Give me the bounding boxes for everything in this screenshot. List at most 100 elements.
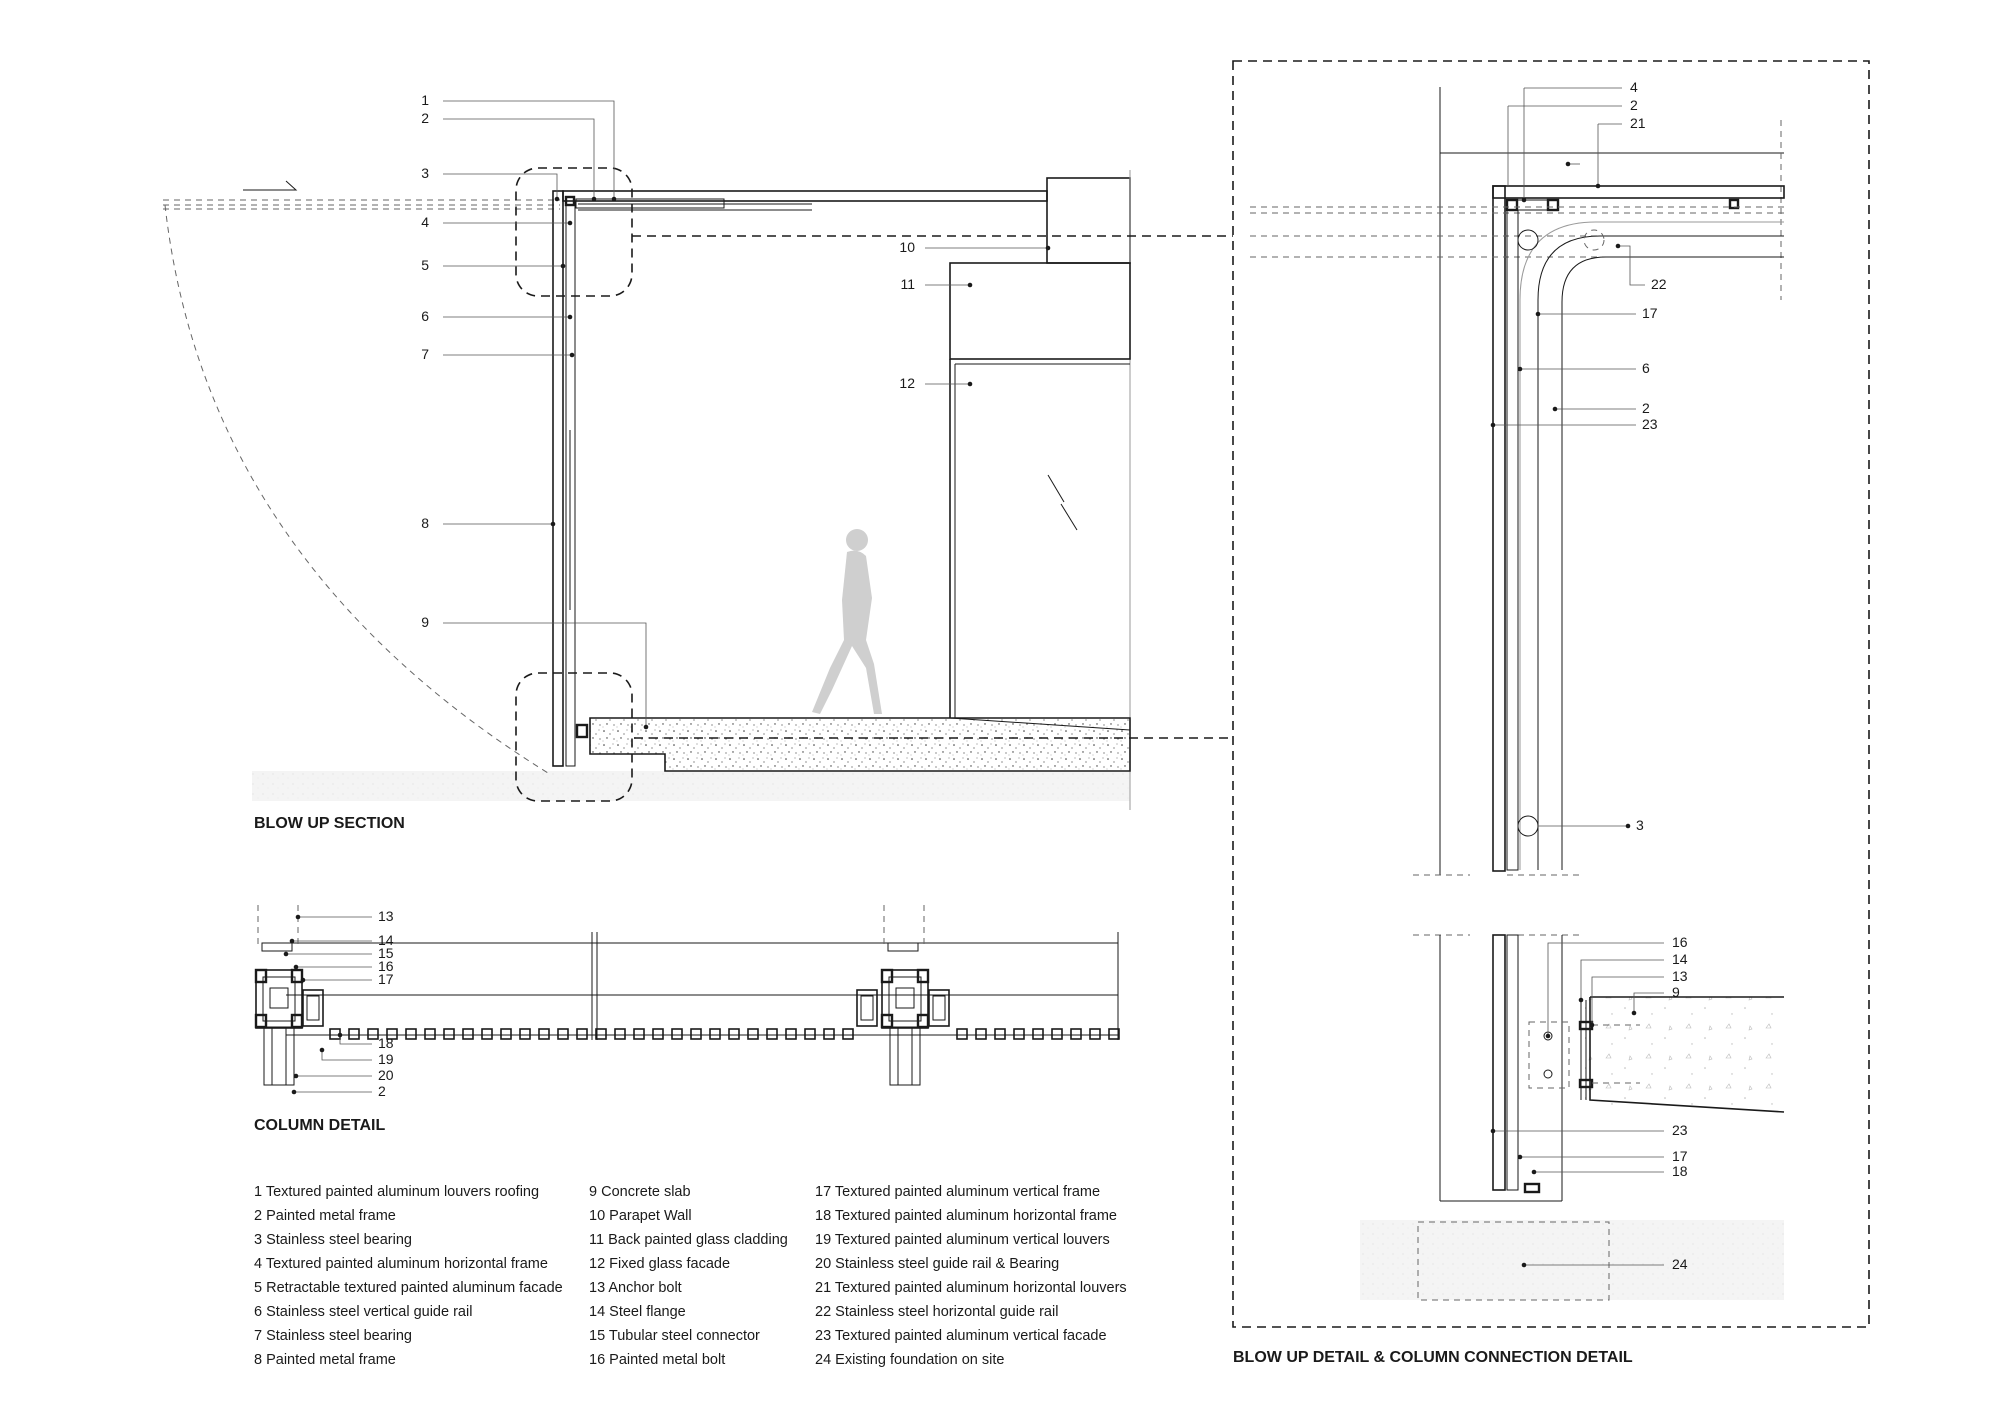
callout-6: 6 — [421, 308, 429, 324]
louver-square — [424, 1028, 436, 1040]
louver-square — [994, 1028, 1006, 1040]
bottom-corner-callout — [515, 672, 633, 802]
louver-square — [671, 1028, 683, 1040]
column-assembly-left — [254, 905, 324, 1086]
detail-callout-21: 21 — [1630, 115, 1646, 131]
existing-foundation — [1360, 1220, 1784, 1300]
top-corner-detail — [1250, 87, 1785, 936]
legend-col-1: 1 Textured painted aluminum louvers roof… — [254, 1184, 563, 1368]
legend-item-22: 22 Stainless steel horizontal guide rail — [815, 1304, 1058, 1320]
legend-col-2: 9 Concrete slab 10 Parapet Wall 11 Back … — [589, 1184, 788, 1368]
louver-square — [519, 1028, 531, 1040]
louver-square — [1032, 1028, 1044, 1040]
louver-square — [576, 1028, 588, 1040]
louver-square — [500, 1028, 512, 1040]
top-corner-callout — [515, 167, 633, 297]
legend-item-5: 5 Retractable textured painted aluminum … — [254, 1280, 563, 1296]
detail-callout-22: 22 — [1651, 276, 1667, 292]
legend-item-13: 13 Anchor bolt — [589, 1280, 682, 1296]
callout-9: 9 — [421, 614, 429, 630]
callout-17: 17 — [378, 971, 394, 987]
blow-up-section: 1 2 3 4 5 6 7 8 9 10 11 12 BLOW UP SECTI… — [163, 92, 1233, 832]
detail-callout-17-bottom: 17 — [1672, 1148, 1688, 1164]
callout-18: 18 — [378, 1035, 394, 1051]
louver-square — [348, 1028, 360, 1040]
column-connection-detail — [1360, 934, 1785, 1301]
louver-square — [823, 1028, 835, 1040]
legend-item-2: 2 Painted metal frame — [254, 1208, 396, 1224]
direction-arrow — [243, 180, 298, 191]
glass-cladding — [949, 262, 1131, 360]
louver-square — [633, 1028, 645, 1040]
legend-item-10: 10 Parapet Wall — [589, 1208, 692, 1224]
person-silhouette — [812, 529, 882, 714]
detail-callout-16: 16 — [1672, 934, 1688, 950]
column-callout-numbers: 13 14 15 16 17 18 19 20 2 — [378, 908, 394, 1099]
callout-19: 19 — [378, 1051, 394, 1067]
legend-item-23: 23 Textured painted aluminum vertical fa… — [815, 1328, 1107, 1344]
callout-7: 7 — [421, 346, 429, 362]
detail-top-callout-numbers: 4 2 21 22 17 6 2 23 3 — [1630, 79, 1667, 833]
legend-item-8: 8 Painted metal frame — [254, 1352, 396, 1368]
louver-square — [804, 1028, 816, 1040]
louver-square — [956, 1028, 968, 1040]
legend-item-9: 9 Concrete slab — [589, 1184, 691, 1200]
detail-callout-17: 17 — [1642, 305, 1658, 321]
legend-item-6: 6 Stainless steel vertical guide rail — [254, 1304, 472, 1320]
louver-square — [975, 1028, 987, 1040]
legend-item-17: 17 Textured painted aluminum vertical fr… — [815, 1184, 1100, 1200]
detail-callout-9: 9 — [1672, 984, 1680, 1000]
detail-panel-frame — [1232, 60, 1870, 1328]
legend-item-14: 14 Steel flange — [589, 1304, 686, 1320]
callout-3: 3 — [421, 165, 429, 181]
vertical-louver-row — [329, 1028, 1120, 1040]
blow-up-detail-panel: 4 2 21 22 17 6 2 23 3 16 14 13 9 23 — [1232, 60, 1870, 1366]
louver-square — [709, 1028, 721, 1040]
louver-square — [690, 1028, 702, 1040]
louver-square — [462, 1028, 474, 1040]
louver-square — [842, 1028, 854, 1040]
louver-square — [386, 1028, 398, 1040]
detail-callout-14: 14 — [1672, 951, 1688, 967]
callout-2-column: 2 — [378, 1083, 386, 1099]
column-detail: 13 14 15 16 17 18 19 20 2 COLUMN DETAIL — [254, 905, 1120, 1134]
louver-square — [557, 1028, 569, 1040]
louver-square — [728, 1028, 740, 1040]
louver-square — [652, 1028, 664, 1040]
concrete-slab-detail — [1585, 997, 1784, 1112]
section-title: BLOW UP SECTION — [254, 815, 405, 832]
detail-top-leaders — [1490, 87, 1645, 829]
louver-square — [481, 1028, 493, 1040]
louver-square — [614, 1028, 626, 1040]
legend-col-3: 17 Textured painted aluminum vertical fr… — [815, 1184, 1127, 1368]
detail-callout-18: 18 — [1672, 1163, 1688, 1179]
louver-square — [747, 1028, 759, 1040]
callout-2: 2 — [421, 110, 429, 126]
concrete-slab — [589, 717, 1131, 772]
callout-8: 8 — [421, 515, 429, 531]
legend-item-11: 11 Back painted glass cladding — [589, 1232, 788, 1248]
callout-13: 13 — [378, 908, 394, 924]
louver-square — [1089, 1028, 1101, 1040]
callout-12: 12 — [899, 375, 915, 391]
legend-item-24: 24 Existing foundation on site — [815, 1352, 1004, 1368]
legend-item-4: 4 Textured painted aluminum horizontal f… — [254, 1256, 548, 1272]
detail-callout-2-mid: 2 — [1642, 400, 1650, 416]
detail-callout-4: 4 — [1630, 79, 1638, 95]
column-assembly-right — [856, 905, 950, 1086]
louver-square — [405, 1028, 417, 1040]
detail-callout-6: 6 — [1642, 360, 1650, 376]
callout-14: 14 — [378, 932, 394, 948]
louver-square — [538, 1028, 550, 1040]
detail-bottom-leaders — [1490, 942, 1664, 1268]
section-callout-numbers: 1 2 3 4 5 6 7 8 9 10 11 12 — [421, 92, 915, 630]
louver-square — [443, 1028, 455, 1040]
detail-callout-23: 23 — [1642, 416, 1658, 432]
swing-arc — [164, 204, 549, 774]
detail-callout-3: 3 — [1636, 817, 1644, 833]
legend-item-16: 16 Painted metal bolt — [589, 1352, 725, 1368]
callout-16: 16 — [378, 958, 394, 974]
callout-4: 4 — [421, 214, 429, 230]
ground-strip — [252, 771, 1130, 801]
